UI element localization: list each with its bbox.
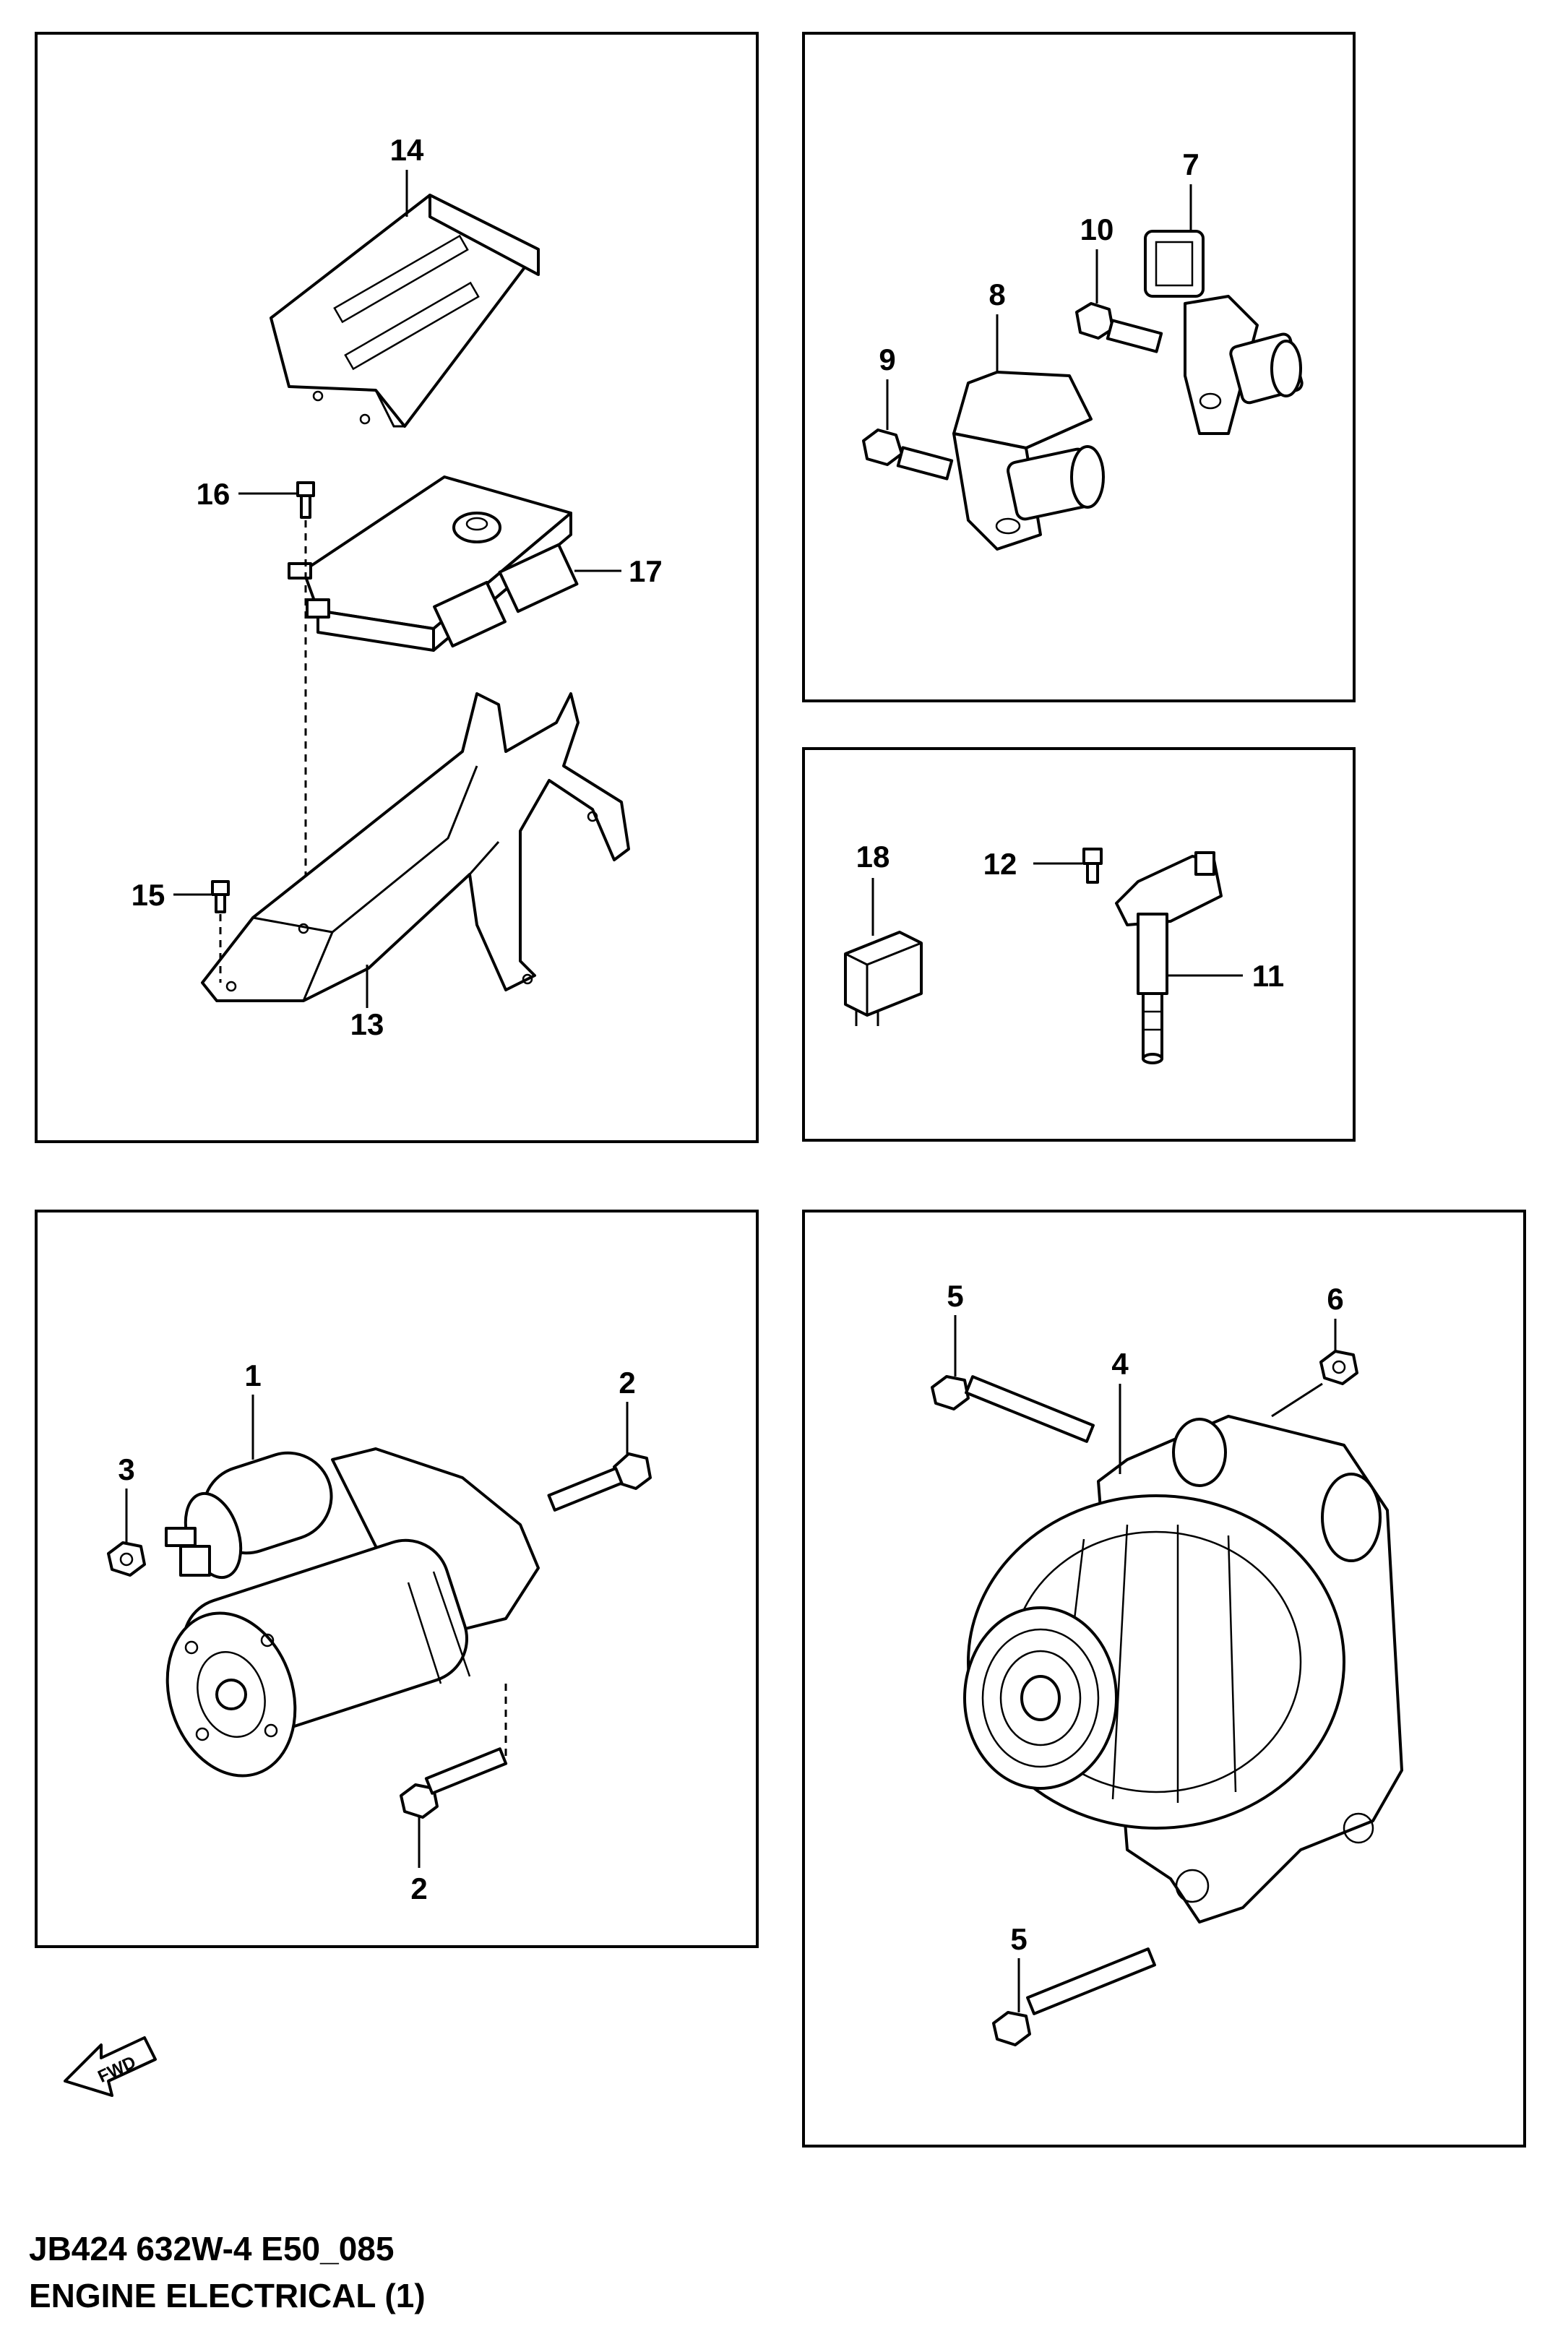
relay-18-drawing: [844, 931, 923, 1026]
callout-4: 4: [1111, 1347, 1129, 1381]
callout-9: 9: [879, 343, 895, 376]
callout-1: 1: [244, 1358, 261, 1392]
sensor-7-drawing: [1144, 230, 1304, 435]
callout-16: 16: [197, 477, 231, 511]
ecm-bracket-drawing: [201, 692, 630, 1002]
nut-3-drawing: [107, 1541, 146, 1577]
leader-6-link: [1271, 1382, 1323, 1418]
callout-14: 14: [390, 133, 424, 167]
bolt-5-bottom-drawing: [992, 1947, 1156, 2046]
ecm-drawing: [288, 475, 579, 652]
callout-7: 7: [1182, 147, 1199, 181]
bolt-15-drawing: [211, 880, 230, 913]
bolt-5-top-drawing: [931, 1375, 1095, 1443]
callout-5-top: 5: [947, 1279, 963, 1313]
callout-2-bottom: 2: [410, 1871, 427, 1905]
bolt-10-drawing: [1075, 302, 1163, 353]
bolt-16-drawing: [296, 481, 315, 519]
fwd-arrow-icon: FWD: [64, 2036, 157, 2097]
bolt-2-top-drawing: [547, 1452, 652, 1512]
callout-2-top: 2: [619, 1366, 635, 1400]
callout-3: 3: [118, 1452, 134, 1486]
callout-6: 6: [1327, 1282, 1343, 1316]
nut-6-drawing: [1319, 1350, 1358, 1385]
callout-18: 18: [856, 840, 890, 874]
ignition-coil-11-drawing: [1115, 851, 1223, 1064]
sensor-8-drawing: [952, 371, 1105, 551]
callout-10: 10: [1080, 212, 1114, 246]
diagram-title: ENGINE ELECTRICAL (1): [29, 2277, 426, 2314]
callout-5-bottom: 5: [1010, 1922, 1027, 1956]
bolt-12-drawing: [1082, 848, 1103, 884]
callout-17: 17: [629, 554, 663, 588]
callout-8: 8: [988, 277, 1005, 311]
alternator-4-drawing: [963, 1415, 1403, 1924]
ecm-cover-drawing: [270, 194, 540, 428]
callout-11: 11: [1252, 959, 1284, 993]
bolt-2-bottom-drawing: [400, 1747, 508, 1819]
diagram-code: JB424 632W-4 E50_085: [29, 2230, 395, 2267]
callout-15: 15: [132, 878, 165, 912]
callout-13: 13: [350, 1007, 384, 1041]
callout-12: 12: [983, 847, 1017, 881]
bolt-9-drawing: [862, 428, 954, 481]
starter-motor-1-drawing: [165, 1447, 540, 1778]
